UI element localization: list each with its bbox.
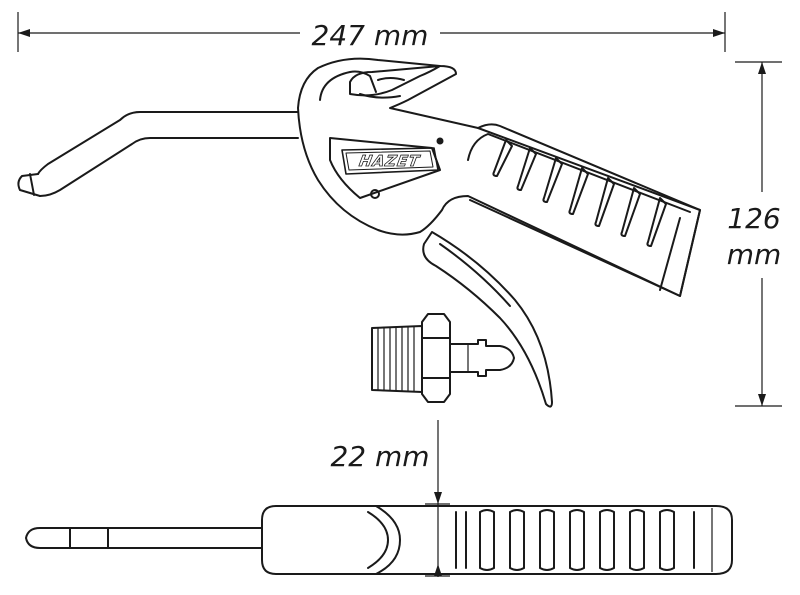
blow-gun-top-view — [25, 505, 733, 575]
logo-text: HAZET — [358, 152, 422, 170]
blow-gun-side-view: HAZET — [17, 57, 701, 408]
grip-slots — [492, 139, 667, 247]
height-dimension: 126 mm — [727, 61, 782, 407]
height-unit-label: mm — [727, 238, 782, 271]
connector-fitting — [371, 313, 515, 403]
top-grip-ribs — [455, 509, 675, 571]
hazet-logo: HAZET — [341, 147, 439, 175]
width-label: 22 mm — [330, 440, 429, 473]
width-dimension: 22 mm — [330, 420, 450, 577]
height-value-label: 126 — [727, 202, 780, 235]
length-label: 247 mm — [312, 19, 429, 52]
length-dimension: 247 mm — [17, 12, 726, 52]
